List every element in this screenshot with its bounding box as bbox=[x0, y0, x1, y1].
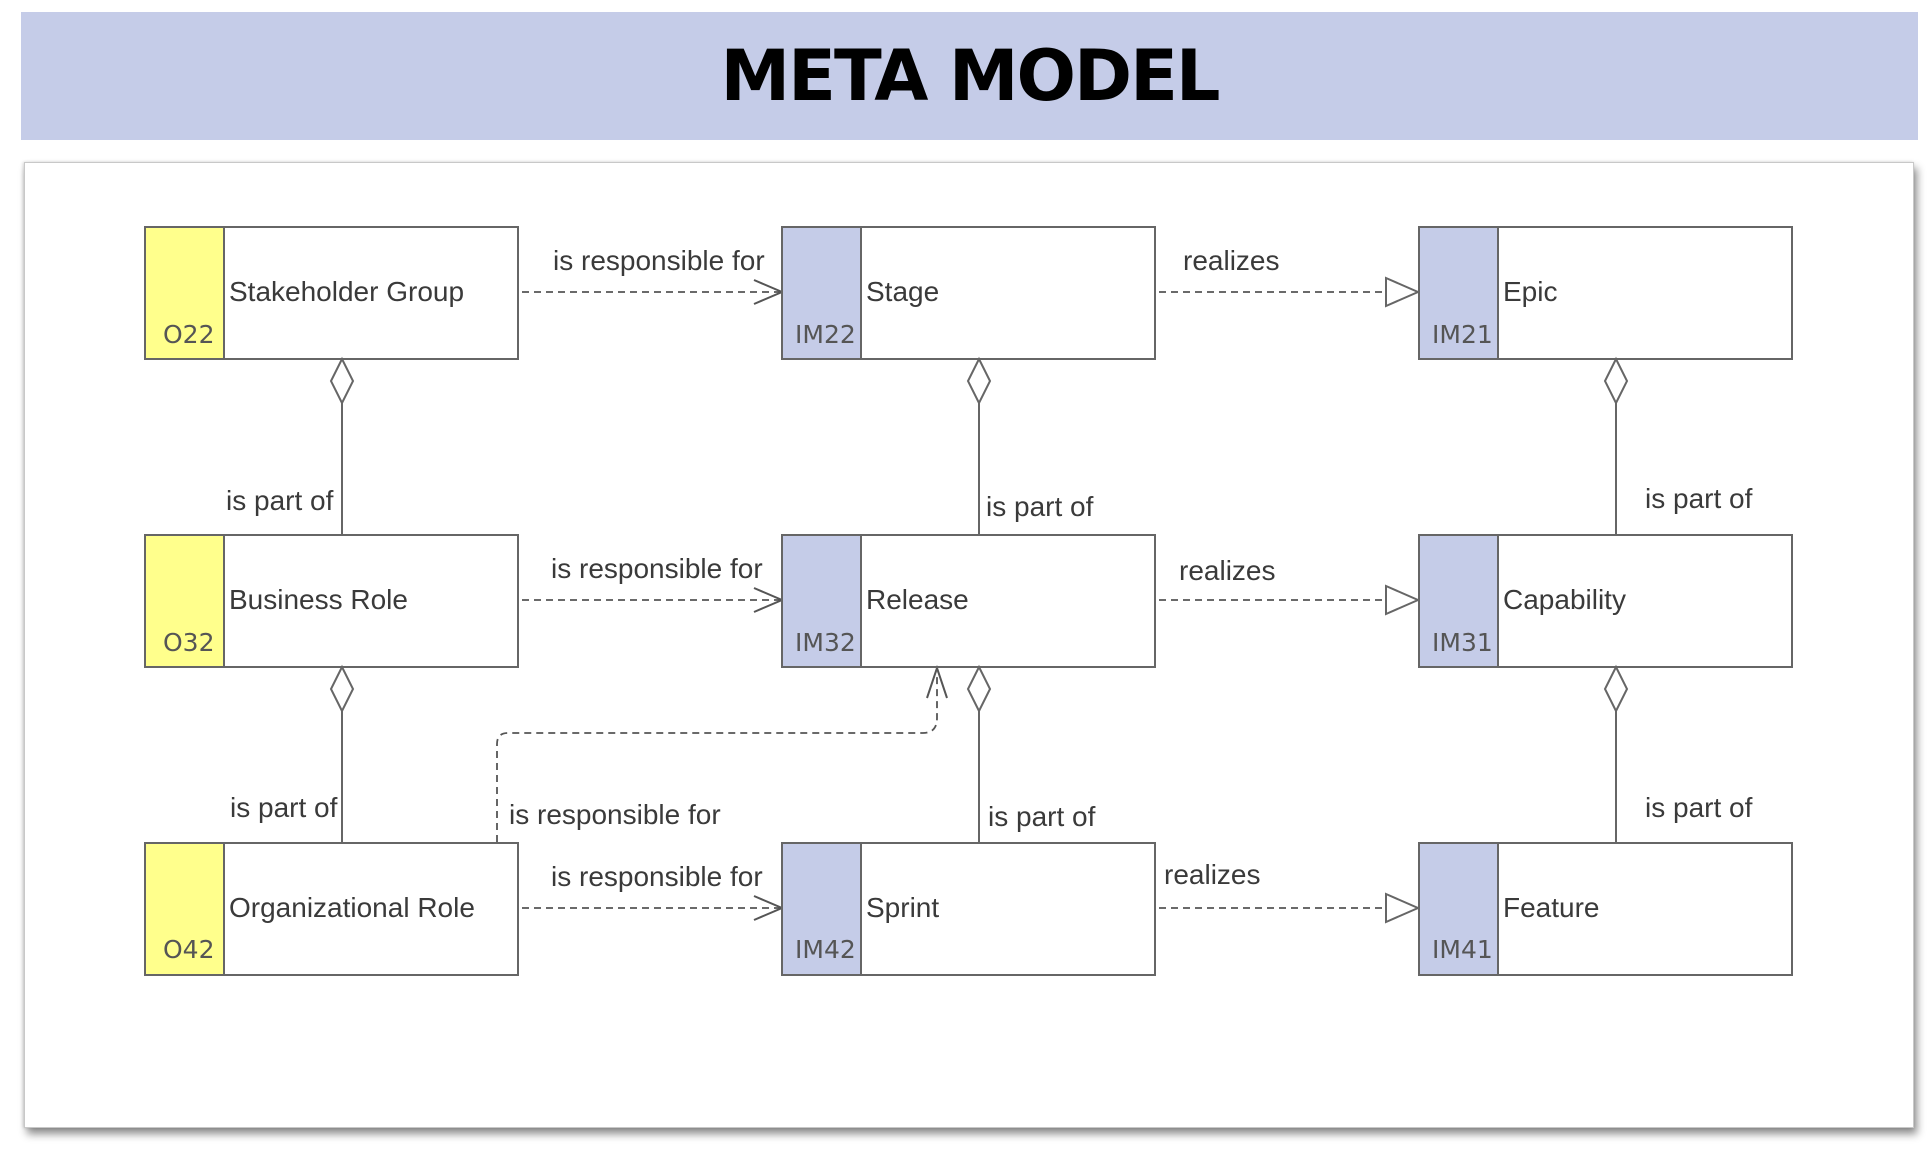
edge-sprint-feature bbox=[1159, 892, 1421, 924]
edge-label: is part of bbox=[1645, 792, 1753, 823]
node-label: Epic bbox=[1503, 276, 1557, 307]
edge-feature-part-of-capability bbox=[1603, 664, 1629, 842]
diamond-icon bbox=[329, 356, 355, 406]
edge-label: is responsible for bbox=[509, 799, 721, 830]
node-release[interactable]: Release IM32 bbox=[781, 534, 1156, 668]
edge-label: realizes bbox=[1183, 245, 1279, 276]
edge-label: is part of bbox=[986, 491, 1094, 522]
diagram-canvas bbox=[24, 162, 1914, 1128]
page-title: META MODEL bbox=[720, 35, 1220, 117]
edge-label: is part of bbox=[230, 792, 338, 823]
edge-label: is responsible for bbox=[551, 553, 763, 584]
edge-label: is responsible for bbox=[551, 861, 763, 892]
edge-release-capability bbox=[1159, 584, 1421, 616]
node-label: Capability bbox=[1503, 584, 1626, 615]
edge-business-part-of-stakeholder bbox=[329, 356, 355, 534]
diamond-icon bbox=[966, 356, 992, 406]
node-code: IM42 bbox=[795, 935, 856, 964]
node-label: Release bbox=[866, 584, 969, 615]
diamond-icon bbox=[1603, 356, 1629, 406]
node-business-role[interactable]: Business Role O32 bbox=[144, 534, 519, 668]
node-code: IM21 bbox=[1432, 320, 1493, 349]
edge-org-part-of-business bbox=[329, 664, 355, 842]
node-label: Organizational Role bbox=[229, 892, 475, 923]
node-code: O42 bbox=[163, 935, 215, 964]
edge-label: is responsible for bbox=[553, 245, 765, 276]
edge-label: realizes bbox=[1164, 859, 1260, 890]
node-code: O32 bbox=[163, 628, 215, 657]
edge-capability-part-of-epic bbox=[1603, 356, 1629, 534]
node-label: Stakeholder Group bbox=[229, 276, 464, 307]
node-stakeholder-group[interactable]: Stakeholder Group O22 bbox=[144, 226, 519, 360]
node-code: IM41 bbox=[1432, 935, 1493, 964]
node-label: Sprint bbox=[866, 892, 939, 923]
node-label: Business Role bbox=[229, 584, 408, 615]
diamond-icon bbox=[966, 664, 992, 714]
node-sprint[interactable]: Sprint IM42 bbox=[781, 842, 1156, 976]
node-code: IM31 bbox=[1432, 628, 1493, 657]
edge-stakeholder-stage bbox=[522, 279, 785, 305]
edge-sprint-part-of-release bbox=[966, 664, 992, 842]
edge-label: realizes bbox=[1179, 555, 1275, 586]
node-code: IM22 bbox=[795, 320, 856, 349]
header-banner: META MODEL bbox=[21, 12, 1918, 140]
edge-label: is part of bbox=[226, 485, 334, 516]
node-stage[interactable]: Stage IM22 bbox=[781, 226, 1156, 360]
edge-stage-epic bbox=[1159, 276, 1421, 308]
diamond-icon bbox=[329, 664, 355, 714]
node-label: Feature bbox=[1503, 892, 1600, 923]
node-code: IM32 bbox=[795, 628, 856, 657]
node-epic[interactable]: Epic IM21 bbox=[1418, 226, 1793, 360]
node-organizational-role[interactable]: Organizational Role O42 bbox=[144, 842, 519, 976]
edge-release-part-of-stage bbox=[966, 356, 992, 534]
edge-label: is part of bbox=[988, 801, 1096, 832]
edge-business-release bbox=[522, 587, 785, 613]
node-label: Stage bbox=[866, 276, 939, 307]
node-feature[interactable]: Feature IM41 bbox=[1418, 842, 1793, 976]
edge-org-sprint bbox=[522, 895, 785, 921]
node-capability[interactable]: Capability IM31 bbox=[1418, 534, 1793, 668]
diamond-icon bbox=[1603, 664, 1629, 714]
node-code: O22 bbox=[163, 320, 215, 349]
edge-label: is part of bbox=[1645, 483, 1753, 514]
